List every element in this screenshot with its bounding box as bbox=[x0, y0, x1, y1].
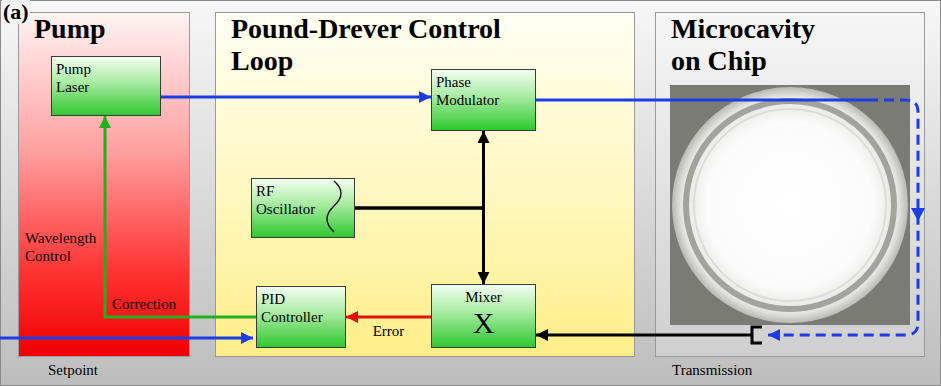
signal-connector bbox=[346, 316, 431, 319]
microring-edge bbox=[686, 101, 894, 309]
microring-inner bbox=[694, 109, 886, 301]
coupled-beam bbox=[655, 99, 868, 102]
box-text: RF Oscillator bbox=[256, 182, 322, 218]
chip-photo-ground bbox=[670, 85, 910, 325]
edge-label: Error bbox=[373, 322, 405, 340]
setpoint-arrow bbox=[0, 337, 253, 340]
edge-label: Correction bbox=[112, 295, 176, 313]
box-text: PID Controller bbox=[261, 290, 331, 326]
transmitted-beam bbox=[768, 100, 918, 335]
signal-label: Transmission bbox=[672, 361, 752, 379]
panel-title: Pound-Drever Control Loop bbox=[231, 13, 531, 77]
box-text: Phase Modulator bbox=[436, 73, 516, 109]
panel-title: Microcavity on Chip bbox=[671, 13, 831, 77]
controller-box: PID Controller bbox=[256, 286, 346, 348]
signal-connector bbox=[536, 99, 655, 102]
mixer-box: MixerX bbox=[431, 284, 536, 348]
box-text: Mixer bbox=[465, 288, 502, 306]
modulator-box: Phase Modulator bbox=[431, 69, 536, 131]
laser-box: Pump Laser bbox=[51, 56, 161, 116]
control-loop-panel: Pound-Drever Control LoopPhase Modulator… bbox=[215, 12, 635, 357]
signal-label: Setpoint bbox=[48, 361, 98, 379]
detector-wire bbox=[655, 334, 752, 337]
microdisk bbox=[672, 87, 908, 323]
box-text: Pump Laser bbox=[56, 60, 116, 96]
signal-connector bbox=[161, 96, 431, 99]
box-text: Wavelength Control bbox=[25, 229, 120, 265]
panel-title: Pump bbox=[34, 13, 106, 45]
figure-tag: (a) bbox=[2, 0, 30, 24]
signal-connector bbox=[536, 334, 655, 337]
box-text: X bbox=[473, 306, 495, 340]
